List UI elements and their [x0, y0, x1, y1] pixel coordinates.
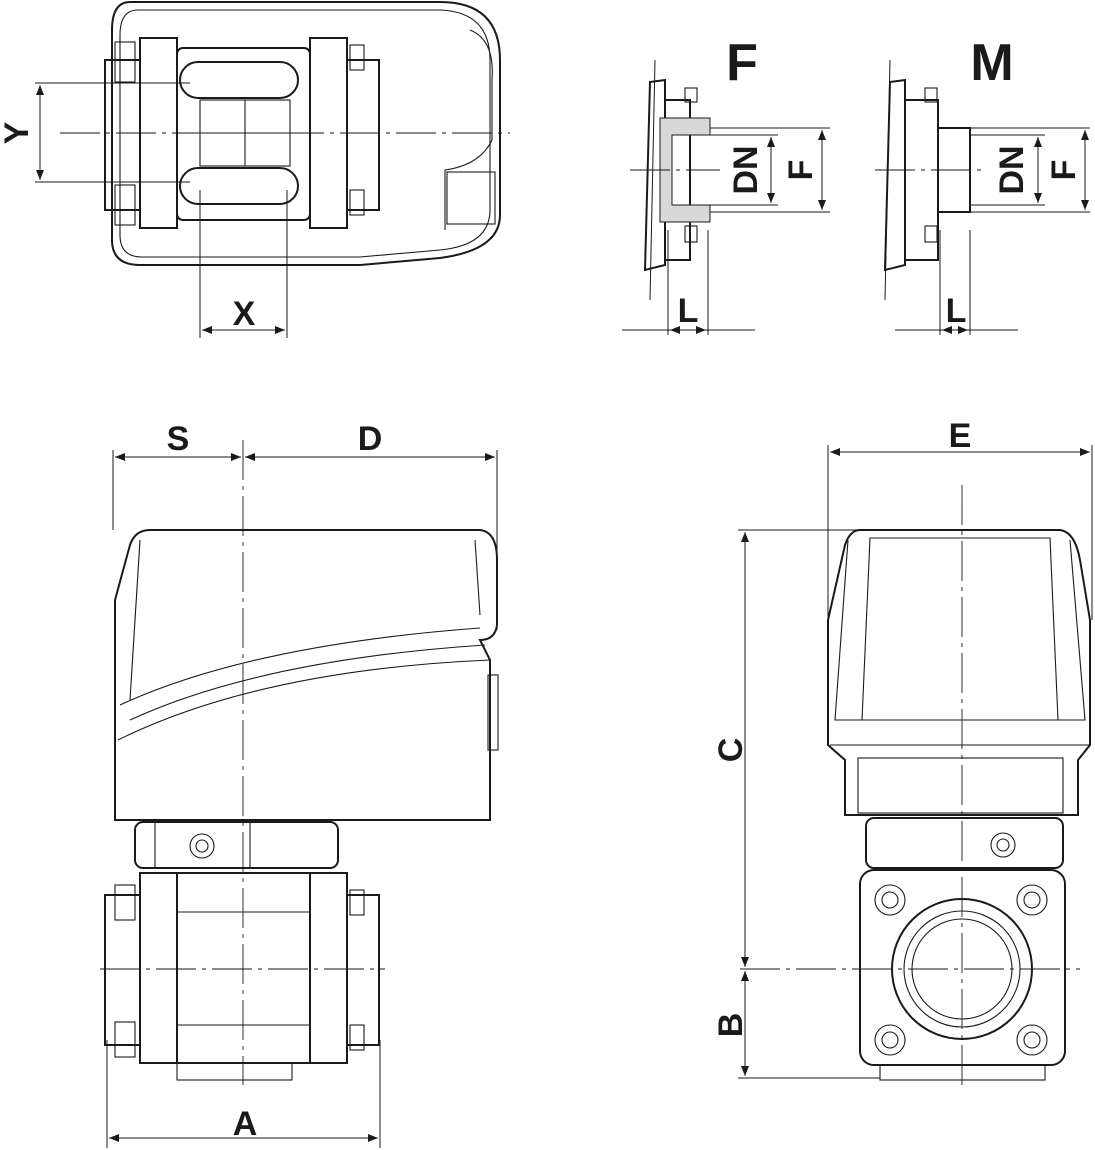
- flange-f-title: F: [726, 34, 758, 92]
- top-view: Y X: [0, 0, 510, 338]
- flange-f-detail: F DN F L: [622, 34, 830, 335]
- flange-m-title: M: [970, 34, 1013, 92]
- front-view: S D A: [100, 420, 499, 1148]
- dim-b-label: B: [712, 1013, 750, 1038]
- side-view: E C B: [712, 417, 1093, 1085]
- flange-m-detail: M DN F L: [875, 34, 1090, 335]
- flange-m-dn-label: DN: [993, 145, 1031, 194]
- flange-f-l-label: L: [678, 292, 699, 330]
- dim-e-label: E: [949, 417, 972, 455]
- flange-f-f-label: F: [782, 160, 820, 181]
- dim-d-label: D: [358, 420, 383, 458]
- dim-a-label: A: [233, 1105, 258, 1143]
- flange-bolts: [874, 884, 1048, 1056]
- dim-y-label: Y: [0, 121, 36, 144]
- flange-m-l-label: L: [946, 292, 967, 330]
- dim-x-label: X: [233, 295, 256, 333]
- dim-s-label: S: [167, 420, 190, 458]
- dim-c-label: C: [712, 738, 750, 763]
- flange-m-f-label: F: [1045, 160, 1083, 181]
- flange-f-dn-label: DN: [727, 145, 765, 194]
